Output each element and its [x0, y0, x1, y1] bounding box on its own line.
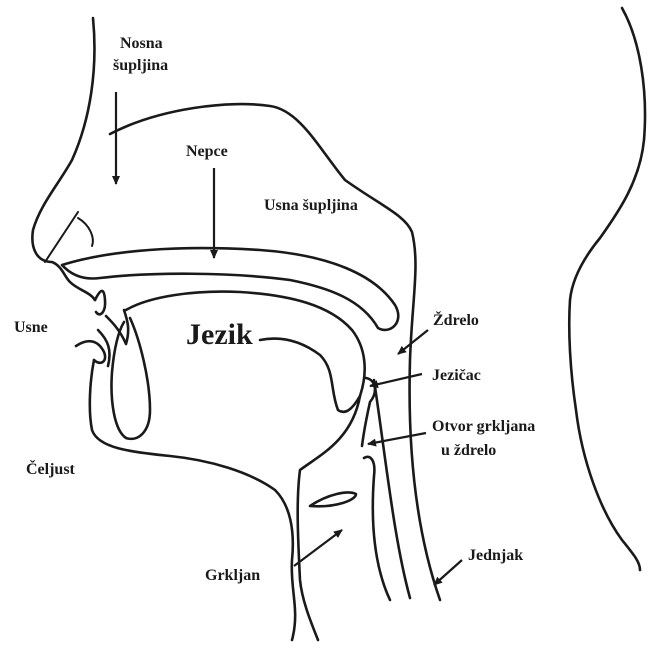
label-palate: Nepce [186, 143, 228, 160]
label-oral-cavity: Usna šupljina [264, 197, 358, 214]
label-nasal-cavity-line1: Nosna [120, 35, 163, 52]
vocal-fold-outline [310, 493, 356, 507]
tongue-base-outline [112, 318, 150, 439]
arrow-laryngeal-opening [368, 433, 426, 444]
larynx-back-outline [364, 457, 390, 600]
jaw-outline [90, 360, 295, 640]
label-tongue: Jezik [186, 318, 253, 351]
label-pharynx: Ždrelo [433, 310, 479, 329]
label-esophagus: Jednjak [468, 547, 523, 564]
tongue-outline [126, 292, 365, 412]
lower-lip-outline [76, 341, 105, 363]
arrow-larynx [294, 530, 342, 566]
arrow-esophagus [434, 560, 462, 585]
label-epiglottis: Jezičac [432, 367, 481, 384]
nasal-floor-line [45, 212, 78, 262]
nasal-cavity-roof [110, 104, 440, 600]
label-jaw: Čeljust [26, 459, 76, 478]
label-larynx: Grkljan [205, 567, 260, 584]
label-laryngeal-opening-line2: u ždrelo [441, 442, 496, 459]
larynx-front-outline [298, 396, 360, 640]
upper-lip-outline [95, 291, 105, 314]
label-laryngeal-opening-line1: Otvor grkljana [432, 418, 535, 435]
arrow-pharynx [398, 330, 428, 354]
label-lips: Usne [14, 319, 48, 336]
label-nasal-cavity-line2: šupljina [113, 57, 168, 74]
arrow-epiglottis [370, 374, 422, 386]
back-of-head-outline [569, 8, 645, 570]
nostril-outline [78, 218, 93, 246]
epiglottis-outline [362, 378, 375, 446]
